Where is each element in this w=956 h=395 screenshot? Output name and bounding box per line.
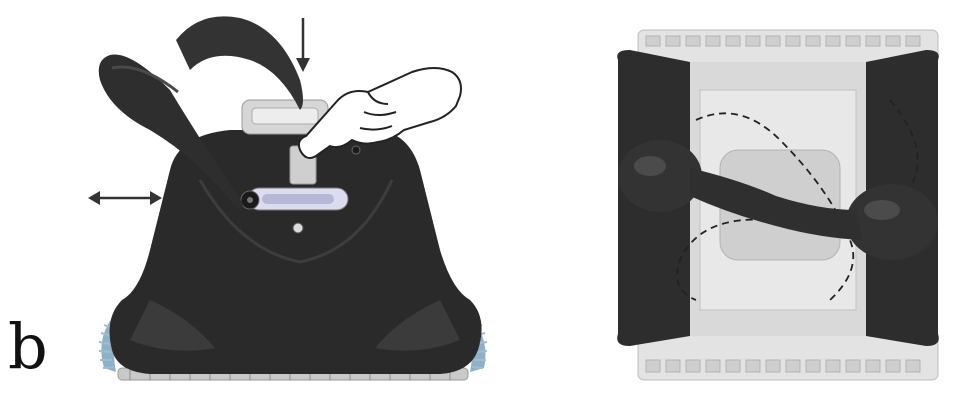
double-arrow-horizontal-icon: [88, 191, 162, 205]
arrow-down-icon: [296, 18, 310, 72]
robot-top-view: [600, 0, 956, 395]
robot-front-view: [0, 0, 520, 395]
